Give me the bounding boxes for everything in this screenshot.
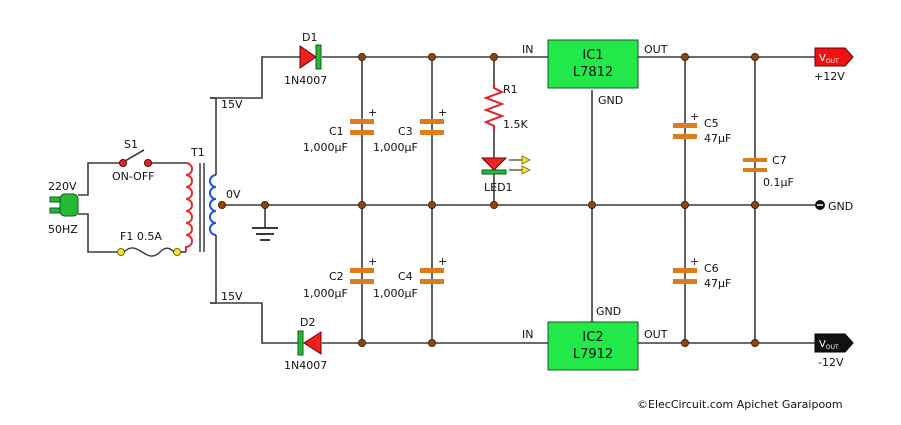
vout-positive-value: +12V <box>814 70 845 83</box>
r1-name: R1 <box>503 83 518 96</box>
mains-voltage: 220V <box>48 180 77 193</box>
led1 <box>480 155 531 175</box>
c3-value: 1,000µF <box>373 141 418 154</box>
ic2-name: IC2 <box>582 330 603 345</box>
capacitor-c7 <box>743 158 767 172</box>
transformer-t1 <box>185 97 217 304</box>
bottom-tap-label: 15V <box>221 290 243 303</box>
resistor-r1 <box>483 84 505 130</box>
ic2-in: IN <box>522 328 533 341</box>
c5-name: C5 <box>704 117 719 130</box>
d1-part: 1N4007 <box>284 74 327 87</box>
ic2-out: OUT <box>644 328 668 341</box>
credit-text: ©ElecCircuit.com Apichet Garaipoom <box>637 398 843 411</box>
transformer-name: T1 <box>190 146 205 159</box>
c4-plus: + <box>438 255 447 268</box>
d2-name: D2 <box>300 316 315 329</box>
vout-positive-tag: VOUT <box>814 47 854 67</box>
switch-name: S1 <box>124 138 138 151</box>
junction-dots <box>217 53 760 347</box>
c1-name: C1 <box>329 125 344 138</box>
fuse-f1 <box>117 247 181 257</box>
ic1-part: L7812 <box>573 65 613 80</box>
capacitor-c1 <box>350 119 374 135</box>
c6-name: C6 <box>704 262 719 275</box>
ic2-gnd: GND <box>596 305 621 318</box>
ic1-out: OUT <box>644 43 668 56</box>
center-tap-label: 0V <box>226 188 241 201</box>
gnd-label: GND <box>828 200 853 213</box>
gnd-terminal <box>815 200 825 210</box>
c6-value: 47µF <box>704 277 731 290</box>
ic2-part: L7912 <box>573 347 613 362</box>
capacitor-c5 <box>673 123 697 139</box>
d1-name: D1 <box>302 31 317 44</box>
c3-name: C3 <box>398 125 413 138</box>
c7-value: 0.1µF <box>763 176 794 189</box>
c2-plus: + <box>368 255 377 268</box>
power-plug <box>49 193 79 217</box>
vout-neg-label: VOUT <box>819 339 839 351</box>
c5-plus: + <box>690 110 699 123</box>
capacitor-c4 <box>420 268 444 284</box>
vout-negative-tag: VOUT <box>814 333 854 353</box>
ic2-body <box>547 321 639 371</box>
c4-value: 1,000µF <box>373 287 418 300</box>
vout-pos-label: VOUT <box>819 53 839 65</box>
ic1-name: IC1 <box>582 48 603 63</box>
fuse-label: F1 0.5A <box>120 230 162 243</box>
c2-name: C2 <box>329 270 344 283</box>
d2-part: 1N4007 <box>284 359 327 372</box>
vout-negative-value: -12V <box>818 356 844 369</box>
switch-label: ON-OFF <box>112 170 154 183</box>
mains-frequency: 50HZ <box>48 223 78 236</box>
capacitor-c3 <box>420 119 444 135</box>
c1-plus: + <box>368 106 377 119</box>
capacitor-c6 <box>673 268 697 284</box>
ic1-gnd: GND <box>598 94 623 107</box>
diode-d1 <box>299 44 322 70</box>
c5-value: 47µF <box>704 132 731 145</box>
ground-symbol <box>252 227 278 241</box>
ic1-body <box>547 39 639 89</box>
c7-name: C7 <box>772 154 787 167</box>
c2-value: 1,000µF <box>303 287 348 300</box>
capacitor-c2 <box>350 268 374 284</box>
c1-value: 1,000µF <box>303 141 348 154</box>
led-name: LED1 <box>484 181 513 194</box>
r1-value: 1.5K <box>503 118 528 131</box>
diode-d2 <box>297 330 322 356</box>
top-tap-label: 15V <box>221 98 243 111</box>
c3-plus: + <box>438 106 447 119</box>
c4-name: C4 <box>398 270 413 283</box>
ic1-in: IN <box>522 43 533 56</box>
switch-s1 <box>119 149 152 167</box>
c6-plus: + <box>690 255 699 268</box>
